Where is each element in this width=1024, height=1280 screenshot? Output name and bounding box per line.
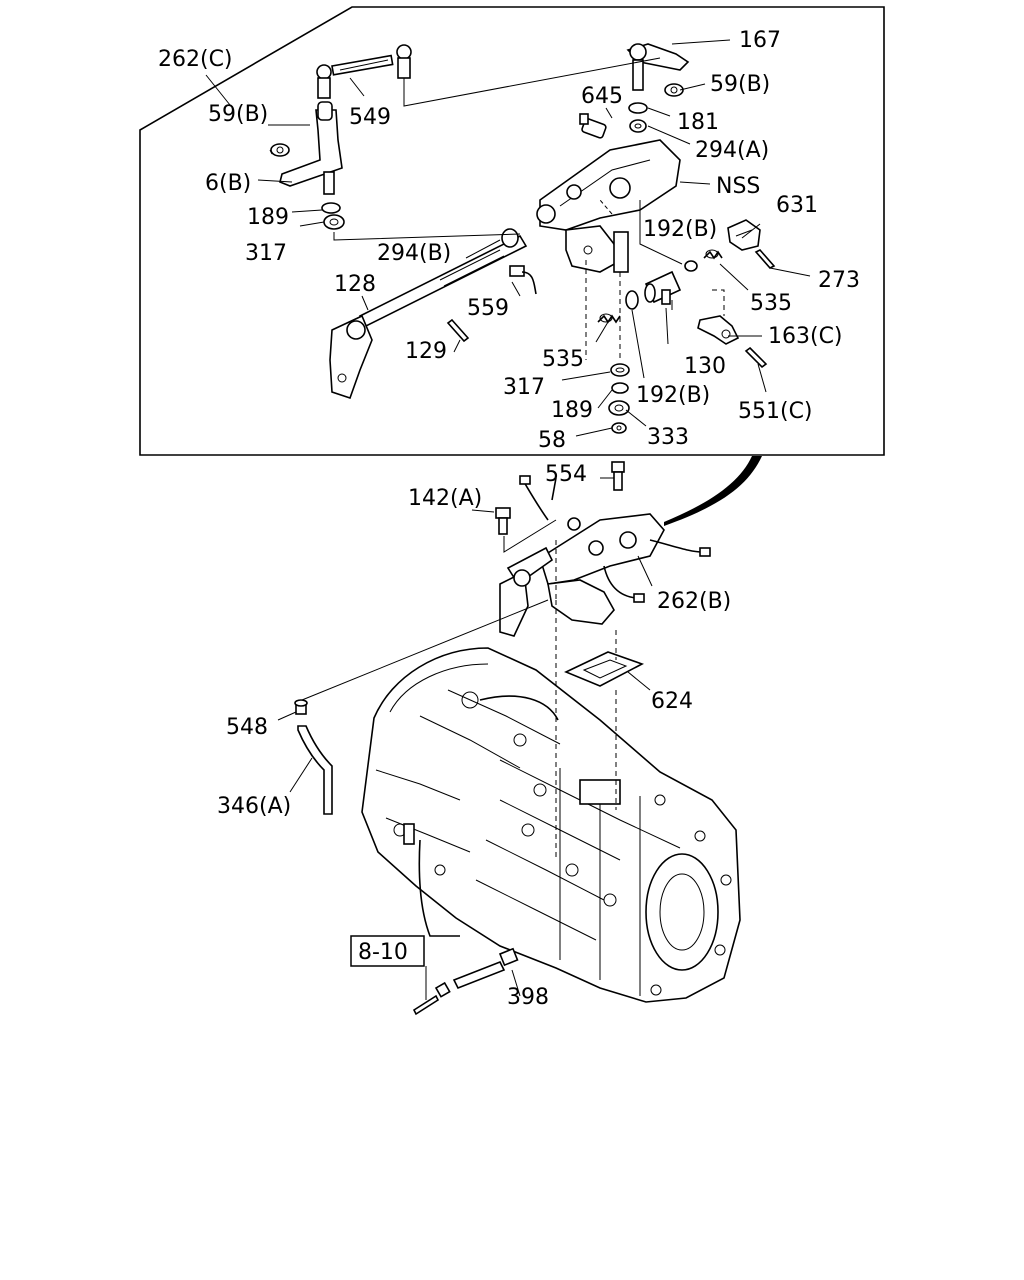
leader-lines-detail [205,39,811,437]
nut-58-part [611,422,627,434]
label-nss: NSS [716,174,760,199]
nut-59b-left-part [270,143,290,157]
label-346a: 346(A) [217,794,291,819]
label-317-mid: 317 [503,375,545,400]
label-142a: 142(A) [408,486,482,511]
label-262c: 262(C) [158,47,233,72]
label-294a: 294(A) [695,138,769,163]
bushing-317-top-part [323,214,345,230]
label-163c: 163(C) [768,324,843,349]
label-130: 130 [684,354,726,379]
label-548: 548 [226,715,268,740]
label-554: 554 [545,462,587,487]
pin-129-part [446,318,470,343]
lever-167-part [626,43,690,91]
washer-333-part [608,400,630,416]
bolt-8-10-part [412,981,451,1016]
nut-59b-top-part [664,83,684,97]
transmission-case-part [361,647,741,1003]
block-631-part [727,219,761,251]
label-128: 128 [334,272,376,297]
bolt-554-part [611,461,625,491]
spring-535-mid-part [597,313,621,324]
label-59b-left: 59(B) [208,102,268,127]
label-167: 167 [739,28,781,53]
label-631: 631 [776,193,818,218]
label-624: 624 [651,689,693,714]
washer-192b-top-part [684,260,698,272]
label-549: 549 [349,105,391,130]
label-59b-top: 59(B) [710,72,770,97]
lever-163c-part [697,315,740,345]
label-192b-mid: 192(B) [636,383,710,408]
label-58: 58 [538,428,566,453]
label-535-right: 535 [750,291,792,316]
label-262b: 262(B) [657,589,731,614]
label-181: 181 [677,110,719,135]
plunger-130-part [644,270,682,305]
label-273: 273 [818,268,860,293]
washer-192b-mid-part [625,290,639,310]
detail-frame [139,6,885,456]
shift-lever-6b-part [279,64,343,195]
label-8-10: 8-10 [358,940,408,965]
label-551c: 551(C) [738,399,813,424]
label-294b: 294(B) [377,241,451,266]
bushing-294b-part [501,228,519,248]
bushing-294a-part [629,119,647,133]
spring-535-right-part [703,249,723,260]
hose-346a-part [297,725,333,815]
link-rod-549-part [331,44,412,79]
label-559: 559 [467,296,509,321]
label-189-mid: 189 [551,398,593,423]
pin-273-part [754,249,776,269]
label-6b: 6(B) [205,171,251,196]
label-535-mid: 535 [542,347,584,372]
label-129: 129 [405,339,447,364]
pin-551c-part [744,346,768,369]
part-labels: 262(C) 167 59(B) 645 181 59(B) 549 294(A… [158,28,860,1010]
detail-callout-swoosh [664,456,762,526]
ring-189-top-part [321,202,341,214]
label-192b-top: 192(B) [643,217,717,242]
shift-assembly-262b-part [499,475,711,637]
ring-189-mid-part [611,382,629,394]
shift-housing-part [536,139,681,273]
label-317-top: 317 [245,241,287,266]
bolt-142a-part [495,507,511,535]
fitting-548-part [294,699,308,715]
plate-624-part [564,651,644,687]
bushing-317-mid-part [610,363,630,377]
switch-645-part [579,113,607,139]
reference-box-8-10 [350,935,425,967]
label-333: 333 [647,425,689,450]
switch-559-part [509,265,537,295]
shift-rod-128-part [329,234,528,400]
washer-181-part [628,102,648,114]
label-645: 645 [581,84,623,109]
leader-lines-assembly [277,477,653,1000]
sensor-398-part [452,947,519,990]
label-189-top: 189 [247,205,289,230]
label-398: 398 [507,985,549,1010]
